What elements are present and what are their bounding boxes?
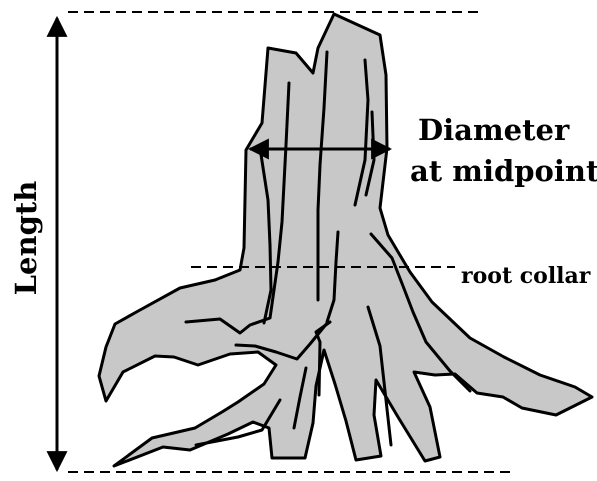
diameter-label-line1: Diameter: [418, 113, 570, 147]
diameter-label-line2: at midpoint: [410, 154, 597, 188]
root-collar-label: root collar: [461, 263, 591, 289]
length-label: Length: [9, 181, 43, 296]
stump-shape: [99, 14, 592, 466]
